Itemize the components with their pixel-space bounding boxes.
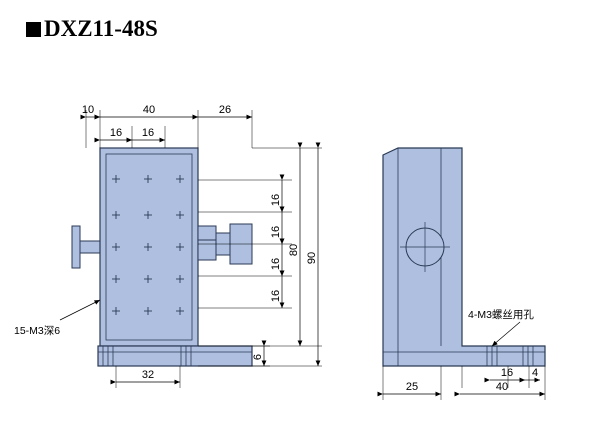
- dim-right-16b-label: 16: [270, 226, 282, 238]
- left-view-geometry: 10 40 26 16 16 16 16 16 16: [14, 104, 322, 388]
- dim-right-16a-label: 16: [270, 194, 282, 206]
- dim-right-16d-label: 16: [270, 290, 282, 302]
- knob-handle: [71, 225, 101, 269]
- dim-40-right-label: 40: [496, 381, 508, 393]
- square-bullet-icon: [26, 21, 41, 37]
- mounting-hole-grid: [112, 175, 184, 315]
- base-plate: [97, 345, 253, 367]
- dim-80-label: 80: [288, 244, 300, 256]
- page-title: DXZ11-48S: [26, 16, 158, 42]
- base-plate-slots: [102, 346, 192, 366]
- callout-4-m3-leader: [491, 321, 521, 347]
- dim-90-label: 90: [306, 252, 318, 264]
- dim-26-label: 26: [219, 104, 231, 116]
- page-title-text: DXZ11-48S: [44, 16, 158, 41]
- dim-right-16c-label: 16: [270, 258, 282, 270]
- callout-4-m3-label: 4-M3螺丝用孔: [468, 308, 534, 321]
- dim-40-label: 40: [143, 104, 155, 116]
- dim-6-label: 6: [252, 354, 264, 360]
- dim-r4-label: 4: [532, 367, 538, 379]
- bottom-screw-holes: [486, 346, 534, 366]
- callout-15-m3-leader: [59, 299, 101, 321]
- dim-16a-label: 16: [110, 127, 122, 139]
- boss-centerlines: [400, 222, 450, 272]
- dim-32-label: 32: [142, 369, 154, 381]
- main-plate-inner-edge: [105, 153, 193, 341]
- dim-10-label: 10: [82, 104, 94, 116]
- dim-r16-label: 16: [501, 367, 513, 379]
- right-view-geometry: 16 4 25 40 4-M3螺丝用孔: [377, 147, 546, 400]
- callout-15-m3-label: 15-M3深6: [14, 325, 60, 337]
- dim-25-label: 25: [406, 381, 418, 393]
- dim-16b-label: 16: [142, 127, 154, 139]
- l-bracket-body: [382, 147, 546, 367]
